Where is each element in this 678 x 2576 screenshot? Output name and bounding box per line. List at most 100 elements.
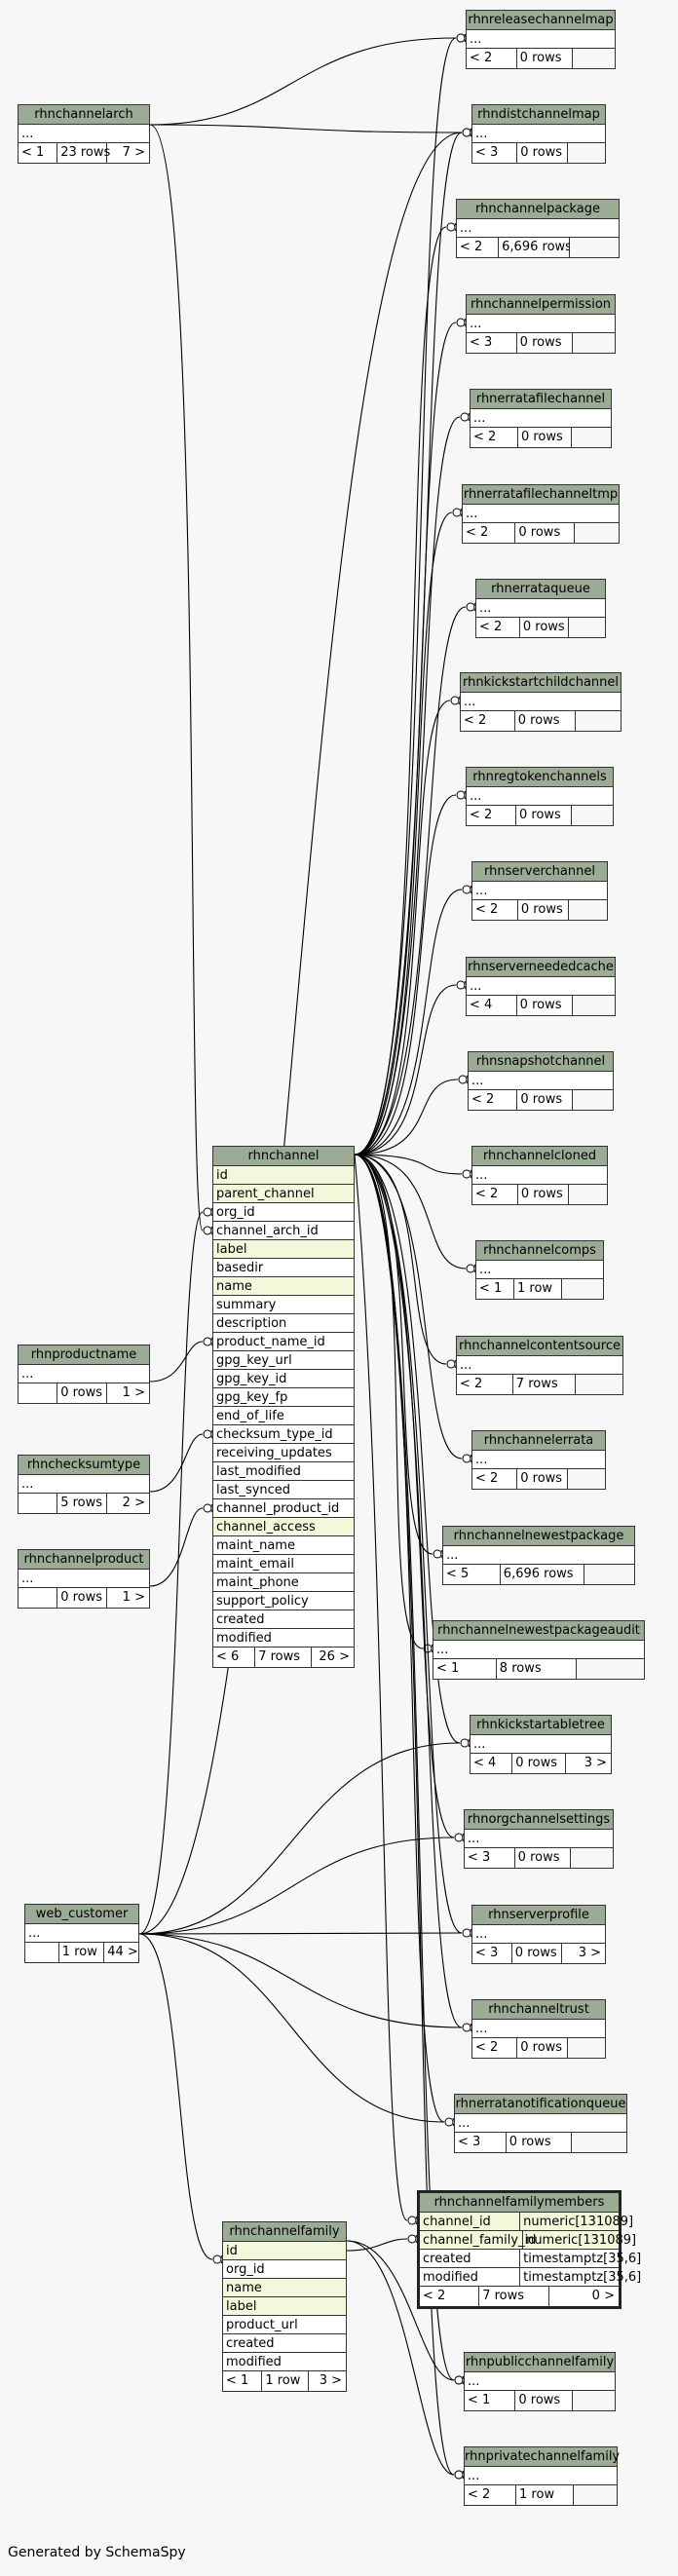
footer-cell [571, 1848, 613, 1868]
table-title: rhnchannelpermission [467, 295, 615, 315]
footer-rows: 7 rows [479, 2287, 549, 2306]
table-title: rhnchannelnewestpackage [443, 1527, 634, 1546]
table-title: rhnchannelproduct [19, 1550, 149, 1570]
footer-cell: < 3 [467, 333, 517, 353]
table-title: rhnchannelcloned [472, 1147, 607, 1166]
footer-cell [576, 1659, 644, 1679]
footer-cell: 0 rows [512, 1754, 566, 1773]
footer-cell [25, 1943, 59, 1962]
columns-ellipsis: ... [472, 1166, 607, 1185]
footer-cell: < 1 [465, 2391, 516, 2410]
footer-cell: 0 rows [517, 333, 574, 353]
column-row: end_of_life [213, 1407, 354, 1425]
edge-rhnchannel-rhnkickstartchildchannel [354, 700, 451, 1155]
footer-cell: < 4 [467, 996, 517, 1015]
edge-end-rhnchannelpackage [446, 222, 456, 232]
edge-web-rhndistchannelmap [138, 132, 463, 1935]
footer-parents: < 2 [420, 2287, 480, 2306]
column-row: name [213, 1277, 354, 1296]
column-name: created [420, 2250, 521, 2267]
footer-cell: < 2 [471, 428, 518, 447]
footer-cell: 0 rows [57, 1588, 108, 1608]
table-title: rhnerratafilechannel [471, 390, 611, 409]
footer-cell: 6,696 rows [501, 1565, 585, 1584]
edge-rhnchannel-rhnerratanotificationqueue [354, 1154, 445, 2123]
footer-cell: 0 rows [517, 143, 568, 163]
edge-rhnchannel-rhnprivatechannelfamily [354, 1154, 455, 2476]
column-row: name [223, 2279, 346, 2297]
edge-end-rhnserverneededcache [456, 980, 466, 990]
footer-cell [567, 143, 605, 163]
edge-end-rhnserverchannel [462, 885, 471, 894]
edge-end-family-members [407, 2234, 417, 2244]
table-title: rhnreleasechannelmap [467, 11, 615, 30]
edge-end-rhnerrataqueue [466, 602, 475, 612]
footer-cell: 7 > [122, 145, 145, 160]
footer-cell: < 2 [472, 900, 518, 920]
edge-end-rhnchannelnewestpackage [433, 1549, 442, 1559]
column-row: org_id [223, 2260, 346, 2279]
table-title: rhnerratanotificationqueue [455, 2095, 626, 2114]
columns-ellipsis: ... [465, 2467, 617, 2485]
footer-cell: < 2 [467, 49, 517, 68]
edge-end-rhnchannelcloned [462, 1169, 471, 1179]
edge-end-rhnchannelerrata [462, 1454, 471, 1463]
table-title: rhnorgchannelsettings [465, 1810, 613, 1830]
table-footer: < 2 7 rows 0 > [420, 2287, 619, 2306]
footer-cell [573, 49, 615, 68]
footer-cell: 0 rows [517, 1469, 568, 1489]
footer-cell: < 2 [467, 806, 516, 825]
footer-cell [567, 1469, 605, 1489]
footer-cell: < 2 [461, 711, 515, 731]
edge-arch-channel [149, 124, 204, 1231]
edge-rhnchannel-rhnchannelcontentsource [354, 1154, 447, 1365]
edge-rhnchannel-rhnkickstartabletree [354, 1154, 461, 1744]
footer-cell [571, 428, 611, 447]
table-title: rhnkickstartabletree [471, 1716, 611, 1735]
column-type: timestamptz[35,6] [523, 2270, 642, 2285]
table-title: rhnchannelnewestpackageaudit [433, 1621, 644, 1641]
footer-cell: < 2 [457, 238, 500, 257]
